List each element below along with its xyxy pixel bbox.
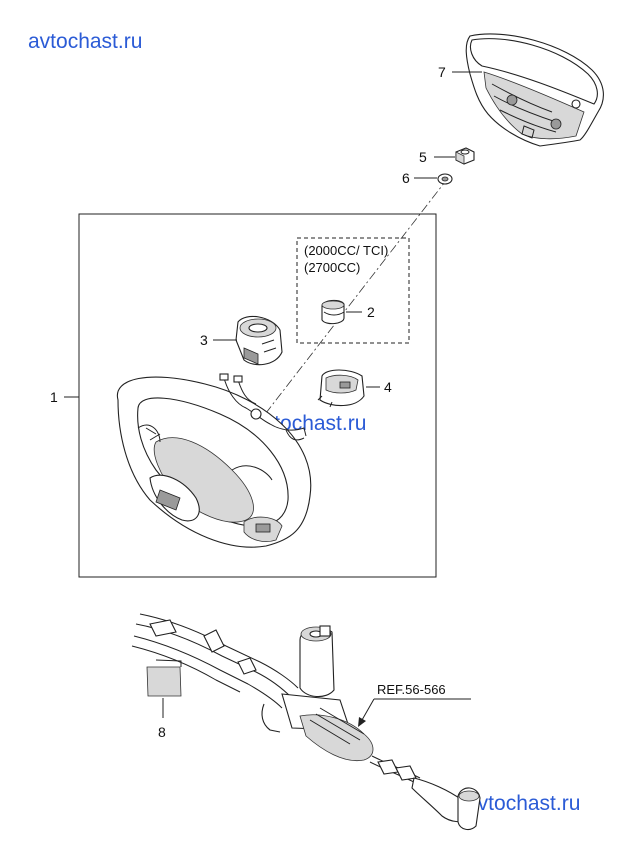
watermark-bottom: avtochast.ru [466,792,581,815]
steering-gear-box [131,613,481,831]
engine-note-line1: (2000CC/ TCI) [304,243,388,258]
callout-6: 6 [402,170,410,186]
callout-1: 1 [50,389,58,405]
center-axis-line [227,177,449,463]
callout-4: 4 [384,379,392,395]
ref-arrowhead [358,717,366,727]
watermark-top: avtochast.ru [28,30,143,53]
wiring-harness [219,373,307,441]
ref-label: REF.56-566 [377,682,446,697]
callout-8: 8 [158,724,166,740]
lock-washer [437,173,453,185]
ref-leader [361,698,375,721]
callout-7: 7 [438,64,446,80]
engine-note-line2: (2700CC) [304,260,360,275]
caution-label [146,659,182,697]
steering-wheel [116,376,312,548]
callout-5: 5 [419,149,427,165]
callout-2: 2 [367,304,375,320]
lock-nut [455,147,475,165]
remote-control-switch [317,369,365,408]
airbag-module [465,33,604,147]
assembly-frame [78,213,437,578]
dynamic-damper [321,299,345,325]
clock-spring [235,315,283,366]
callout-3: 3 [200,332,208,348]
engine-variant-box [296,237,410,344]
